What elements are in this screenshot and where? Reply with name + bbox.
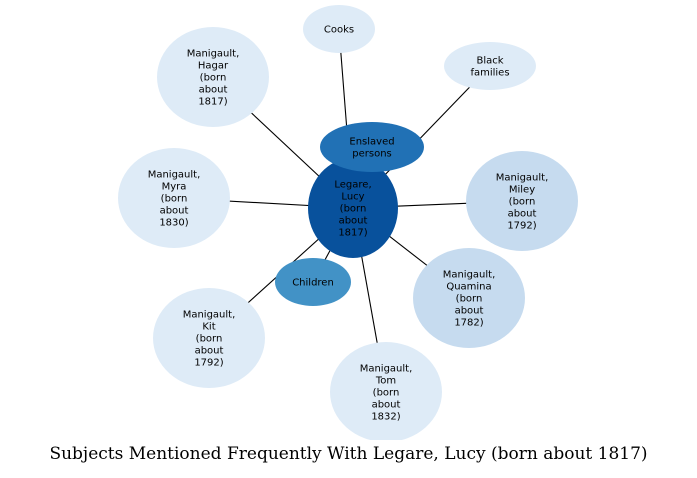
- node-kit-label-line: Manigault,: [183, 310, 236, 321]
- node-hagar-ellipse: [157, 27, 269, 127]
- node-tom-label-line: Tom: [375, 376, 396, 387]
- node-kit-label-line: Kit: [202, 322, 215, 333]
- node-myra-label-line: (born: [161, 194, 188, 205]
- node-myra-label-line: 1830): [159, 218, 188, 229]
- node-kit-label-line: 1792): [194, 358, 223, 369]
- node-enslaved-persons-ellipse: [320, 122, 424, 172]
- node-kit-ellipse: [153, 288, 265, 388]
- node-kit-label-line: about: [195, 346, 224, 357]
- node-black-families-ellipse: [444, 42, 536, 90]
- node-center-label-line: Legare,: [334, 180, 371, 191]
- node-miley-label-line: Miley: [509, 185, 535, 196]
- node-layer: CooksBlackfamiliesManigault,Hagar(bornab…: [118, 5, 578, 440]
- node-hagar-label-line: Manigault,: [187, 49, 240, 60]
- node-children-ellipse: [275, 258, 351, 306]
- node-cooks-label-line: Cooks: [324, 25, 354, 36]
- node-children-label-line: Children: [292, 278, 334, 289]
- node-miley-ellipse: [466, 151, 578, 251]
- node-enslaved-persons-label-line: Enslaved: [349, 137, 394, 148]
- node-quamina-label-line: (born: [456, 294, 483, 305]
- node-myra-label-line: about: [160, 206, 189, 217]
- node-center-label-line: Lucy: [341, 192, 364, 203]
- node-miley-label-line: (born: [509, 197, 536, 208]
- node-kit-label-line: (born: [196, 334, 223, 345]
- node-enslaved-persons-label-line: persons: [352, 149, 392, 160]
- node-quamina-label-line: 1782): [454, 318, 483, 329]
- node-hagar-label-line: (born: [200, 73, 227, 84]
- node-tom-label-line: 1832): [371, 412, 400, 423]
- node-black-families-label-line: Black: [476, 56, 503, 67]
- node-miley-label-line: 1792): [507, 221, 536, 232]
- node-quamina-label-line: Quamina: [446, 282, 491, 293]
- node-miley-label-line: Manigault,: [496, 173, 549, 184]
- node-quamina-ellipse: [413, 248, 525, 348]
- node-cooks[interactable]: Cooks: [303, 5, 375, 53]
- node-hagar-label-line: Hagar: [198, 61, 229, 72]
- node-center-ellipse: [308, 158, 398, 258]
- node-quamina-label-line: about: [455, 306, 484, 317]
- diagram-caption: Subjects Mentioned Frequently With Legar…: [49, 444, 648, 464]
- node-myra-label-line: Manigault,: [148, 170, 201, 181]
- node-black-families-label-line: families: [470, 68, 509, 79]
- node-quamina-label-line: Manigault,: [443, 270, 496, 281]
- node-center-label-line: about: [339, 216, 368, 227]
- node-miley-label-line: about: [508, 209, 537, 220]
- node-hagar-label-line: about: [199, 85, 228, 96]
- node-tom-ellipse: [330, 342, 442, 440]
- node-tom-label-line: about: [372, 400, 401, 411]
- node-cooks-ellipse: [303, 5, 375, 53]
- node-center-label-line: (born: [340, 204, 367, 215]
- node-tom-label-line: (born: [373, 388, 400, 399]
- subject-network-diagram: CooksBlackfamiliesManigault,Hagar(bornab…: [118, 5, 578, 440]
- node-hagar-label-line: 1817): [198, 97, 227, 108]
- node-children[interactable]: Children: [275, 258, 351, 306]
- node-center-label-line: 1817): [338, 228, 367, 239]
- node-myra-ellipse: [118, 148, 230, 248]
- node-tom-label-line: Manigault,: [360, 364, 413, 375]
- node-myra-label-line: Myra: [162, 182, 187, 193]
